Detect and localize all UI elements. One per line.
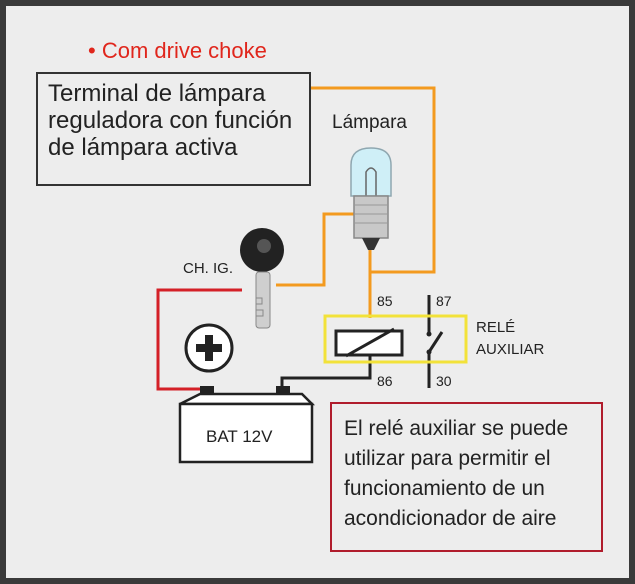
- info-line-1: Terminal de lámpara: [48, 80, 266, 107]
- relay-label-line-1: RELÉ: [476, 319, 516, 336]
- lamp-icon: [350, 147, 392, 250]
- relay-label-line-2: AUXILIAR: [476, 341, 545, 358]
- ignition-key-icon: [240, 228, 284, 329]
- red-wire: [156, 288, 242, 391]
- info-line-3: de lámpara activa: [48, 134, 238, 161]
- info-box: Terminal de lámpara reguladora con funci…: [36, 72, 311, 186]
- relay-switch-contact: [427, 331, 444, 353]
- lamp-label: Lámpara: [332, 112, 407, 133]
- info-box-text: Terminal de lámpara reguladora con funci…: [48, 80, 292, 161]
- note-line-2: utilizar para permitir el: [344, 447, 551, 470]
- note-box: El relé auxiliar se puede utilizar para …: [330, 402, 603, 552]
- orange-wires: [276, 86, 436, 318]
- relay-label: RELÉ AUXILIAR: [476, 317, 544, 361]
- wire-86-to-battery: [280, 342, 372, 388]
- plus-icon: [184, 323, 234, 373]
- battery-icon: [178, 386, 316, 464]
- wire-info-to-relay: [311, 86, 436, 274]
- relay-pin-87-dot: [426, 331, 432, 337]
- note-line-1: El relé auxiliar se puede: [344, 417, 569, 440]
- relay-pin-30-dot: [426, 349, 432, 355]
- relay-box: [323, 314, 468, 364]
- battery-label: BAT 12V: [206, 427, 273, 446]
- pin-87-label: 87: [436, 293, 452, 309]
- note-box-text: El relé auxiliar se puede utilizar para …: [344, 414, 568, 534]
- relay-coil-diagonal: [345, 327, 395, 358]
- pin-30-label: 30: [436, 373, 452, 389]
- note-line-3: funcionamiento de un: [344, 477, 545, 500]
- info-line-2: reguladora con función: [48, 107, 293, 134]
- note-line-4: acondicionador de aire: [344, 507, 557, 530]
- wire-key-to-lamp: [276, 212, 356, 287]
- pin-86-label: 86: [377, 373, 393, 389]
- ignition-switch-label: CH. IG.: [183, 260, 234, 277]
- bullet-text: • Com drive choke: [88, 38, 267, 63]
- pin-85-label: 85: [377, 293, 393, 309]
